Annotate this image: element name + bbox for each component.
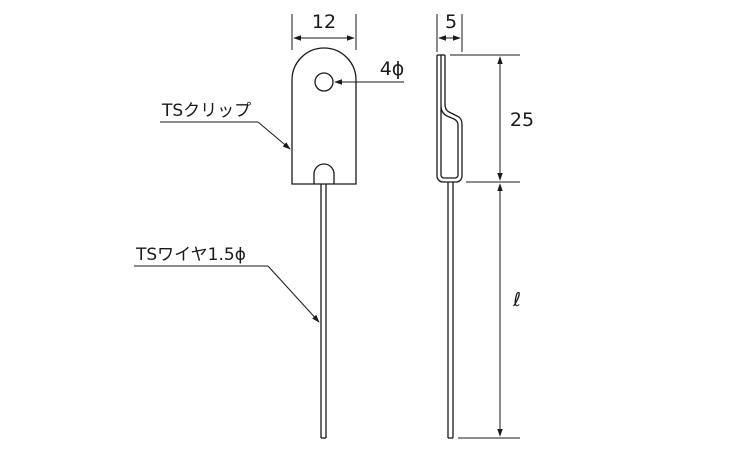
dim-clip-width: 12 bbox=[291, 11, 357, 50]
front-view: 12 4ϕ TSクリップ TSワイヤ1.5ϕ bbox=[134, 11, 405, 439]
clip-label: TSクリップ bbox=[161, 101, 251, 121]
clip-profile-outer bbox=[436, 55, 463, 183]
clip-width-label: 12 bbox=[312, 11, 336, 33]
clip-body bbox=[291, 47, 357, 185]
wire-label: TSワイヤ1.5ϕ bbox=[135, 245, 246, 265]
clip-hole bbox=[314, 72, 334, 92]
dim-side-thickness: 5 bbox=[436, 11, 463, 52]
hole-label: 4ϕ bbox=[380, 58, 405, 80]
side-view: 5 25 ℓ bbox=[436, 11, 534, 439]
wire-front bbox=[320, 184, 327, 439]
dim-clip-height: 25 bbox=[497, 56, 534, 181]
wire-side bbox=[447, 182, 454, 439]
dim-hole: 4ϕ bbox=[334, 58, 405, 85]
wire-leader: TSワイヤ1.5ϕ bbox=[134, 245, 320, 323]
clip-profile-inner bbox=[440, 55, 459, 179]
wire-length-label: ℓ bbox=[512, 289, 521, 311]
side-thickness-label: 5 bbox=[445, 11, 457, 33]
clip-leader: TSクリップ bbox=[160, 101, 291, 150]
clip-height-label: 25 bbox=[510, 109, 534, 131]
dim-wire-length: ℓ bbox=[497, 183, 521, 437]
wire-slot bbox=[313, 163, 335, 184]
